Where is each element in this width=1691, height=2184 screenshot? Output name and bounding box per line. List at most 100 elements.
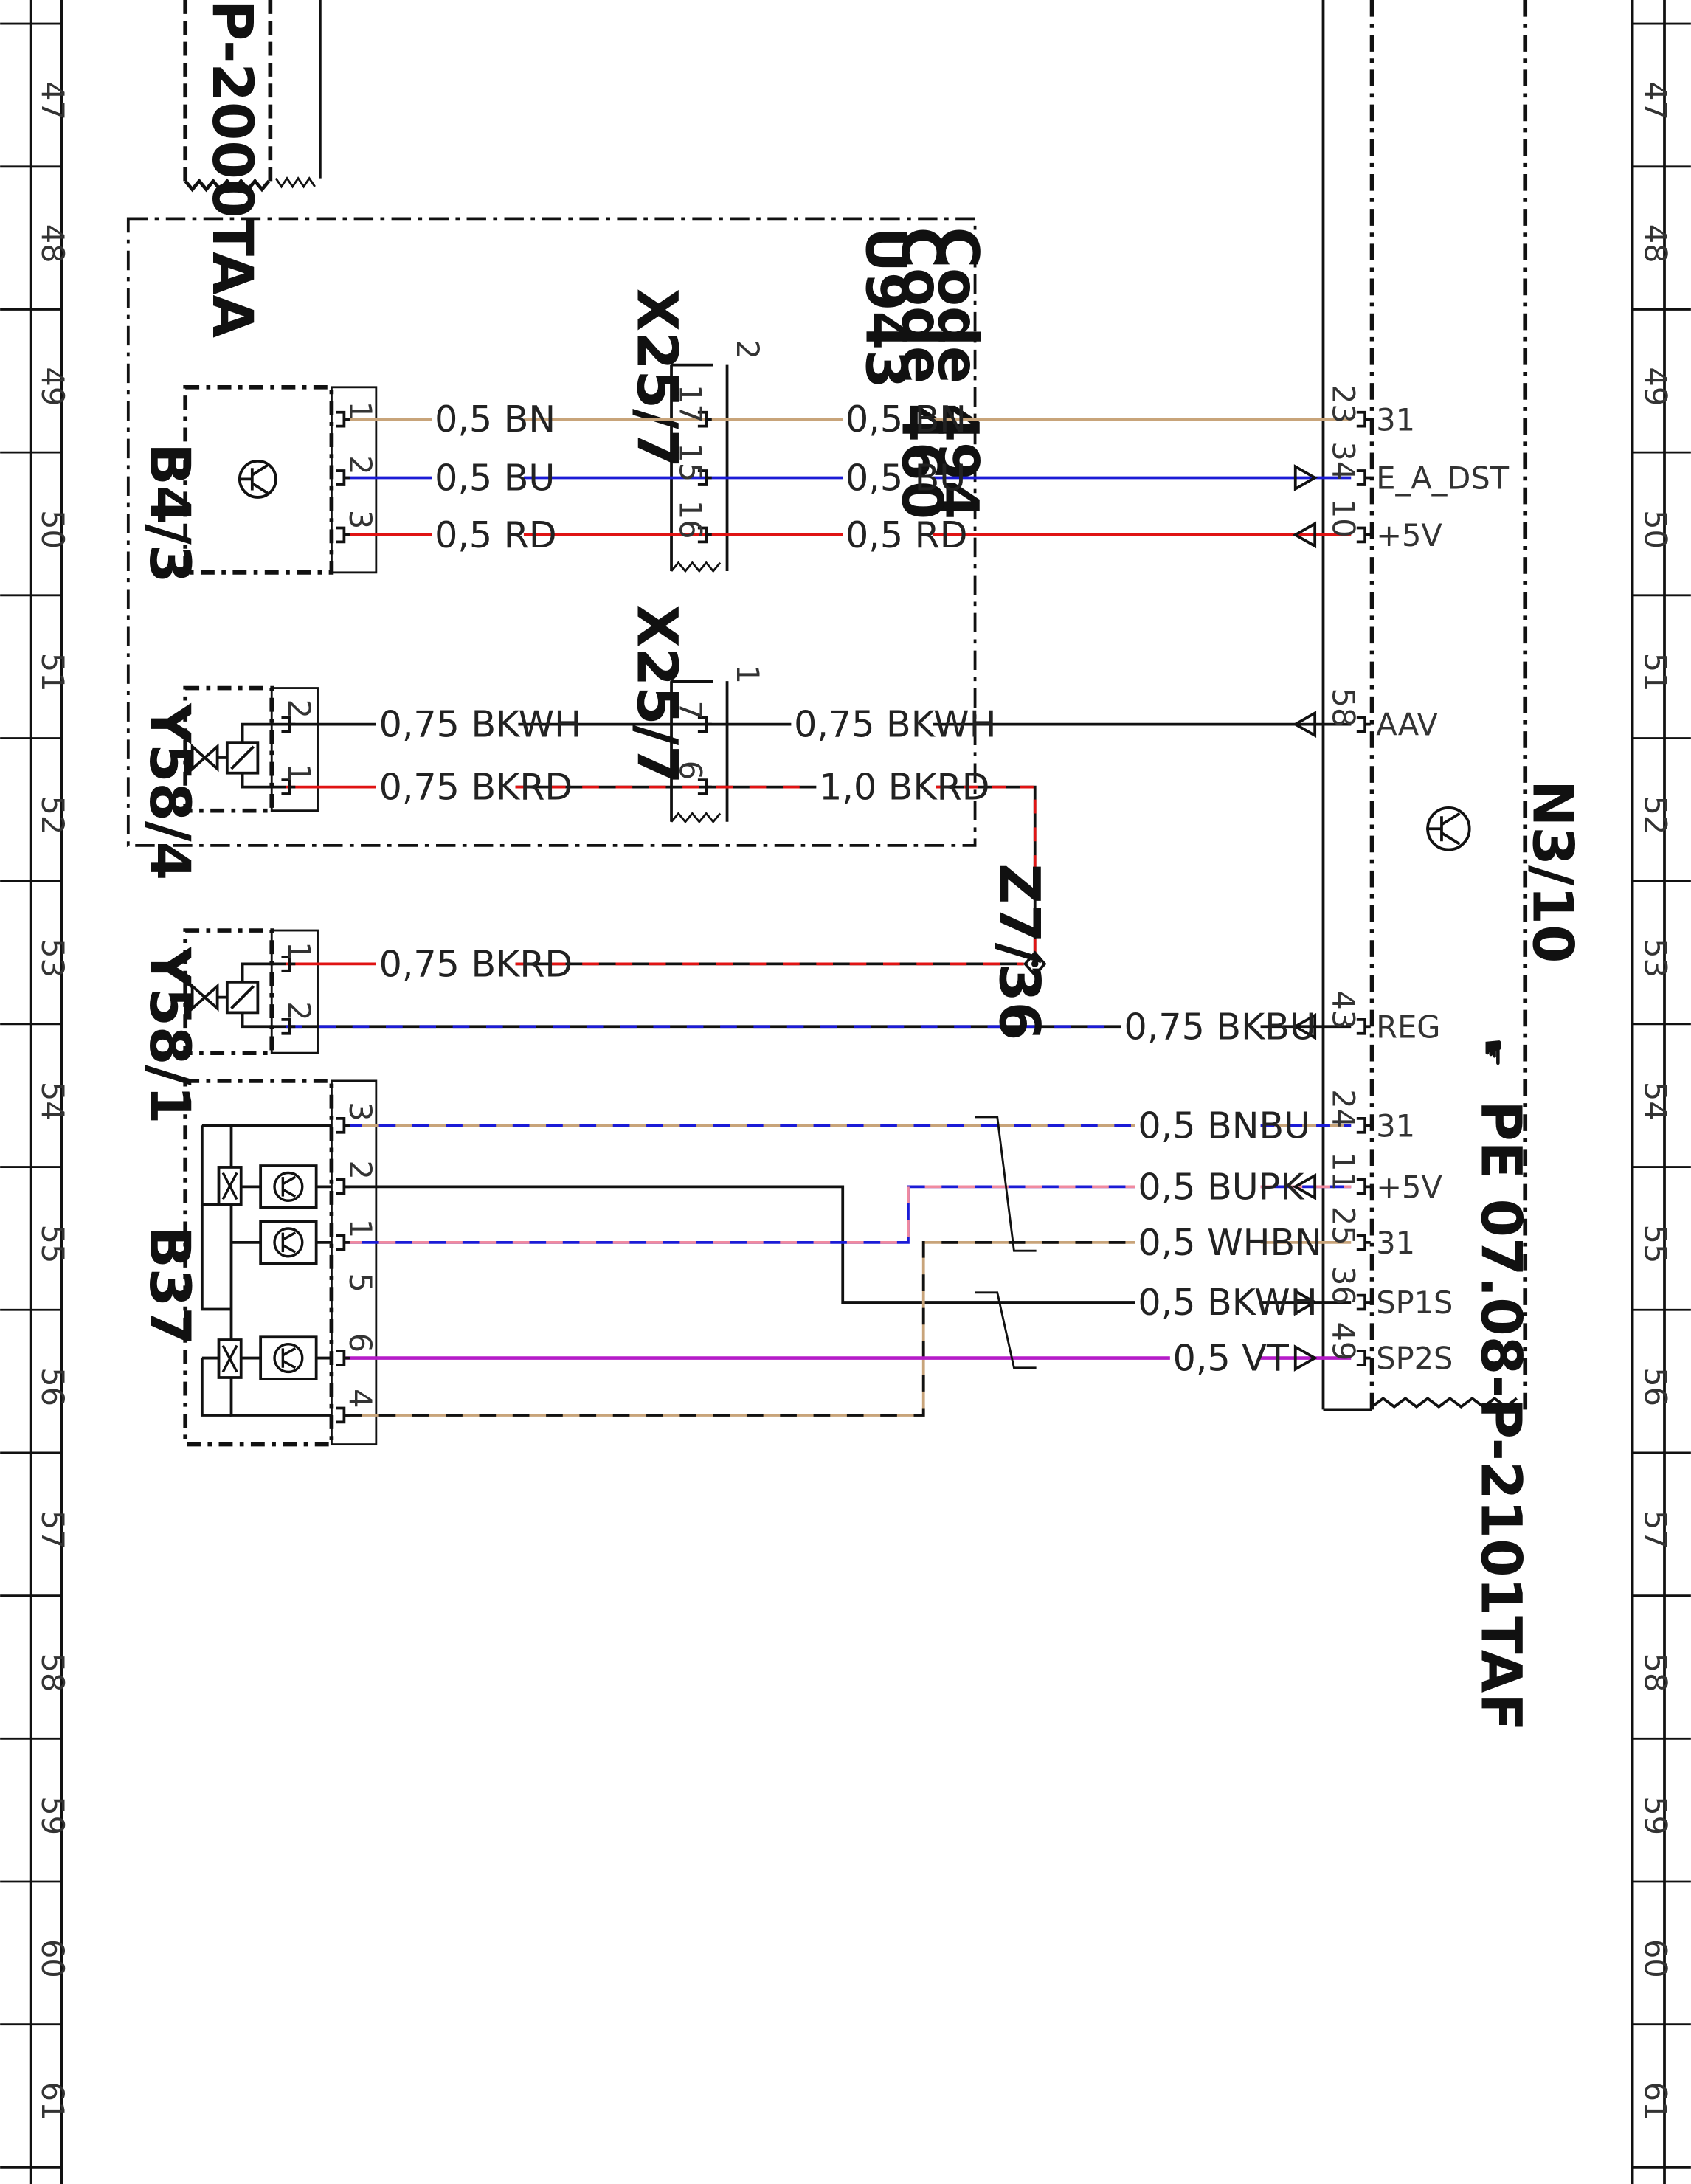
- pin-marker: [281, 956, 296, 972]
- signal-43: REG: [1376, 1009, 1440, 1045]
- pin-n-58: 58: [1326, 688, 1362, 728]
- x257-block1-number: 1: [730, 664, 766, 683]
- y584-valve-icon: [190, 722, 286, 789]
- pin-y581-1: 1: [281, 941, 317, 961]
- pin-b37-4: 4: [342, 1389, 378, 1408]
- pin-marker: [1356, 1293, 1371, 1311]
- wire-label-rd-right: 0,5 RD: [846, 514, 968, 556]
- pin-marker: [1356, 1017, 1371, 1035]
- pin-b43-3: 3: [342, 510, 378, 529]
- pin-b37-1: 1: [342, 1219, 378, 1238]
- wire-label-bnbu: 0,5 BNBU: [1138, 1104, 1310, 1147]
- pin-n-11: 11: [1326, 1152, 1362, 1191]
- signal-49: SP2S: [1376, 1341, 1453, 1377]
- b43-box: [183, 384, 334, 575]
- pin-b37-3: 3: [342, 1102, 378, 1121]
- signal-58: AAV: [1376, 707, 1438, 743]
- b37-sensor-icons: [221, 1171, 304, 1374]
- top-reference-box: [183, 0, 322, 193]
- pin-marker: [336, 526, 350, 544]
- wire-label-bkrd-left: 0,75 BKRD: [379, 766, 573, 809]
- signal-24: 31: [1376, 1107, 1415, 1144]
- pin-marker: [1356, 1116, 1371, 1134]
- y581-label: Y58/1: [137, 947, 202, 1124]
- pin-n-24: 24: [1326, 1089, 1362, 1128]
- b43-transistor-icon: [238, 459, 277, 499]
- wire-label-bkwh-right: 0,75 BKWH: [794, 703, 996, 746]
- wire-label-bn-left: 0,5 BN: [435, 398, 556, 440]
- signal-34: E_A_DST: [1376, 460, 1509, 497]
- left-ruler: [29, 0, 63, 2184]
- pin-y584-2: 2: [281, 699, 317, 719]
- wire-label-vt: 0,5 VT: [1173, 1337, 1290, 1380]
- pin-b37-6: 6: [342, 1333, 378, 1352]
- y584-label: Y58/4: [137, 702, 202, 880]
- z736-splice: [1023, 950, 1047, 978]
- pin-marker: [281, 716, 296, 733]
- pin-x-6: 6: [672, 761, 708, 780]
- code-494-label: Code 494: [925, 227, 990, 519]
- b43-label: B4/3: [137, 443, 202, 583]
- ruler-number-right: 55: [1638, 1225, 1674, 1264]
- pin-marker: [336, 1116, 350, 1134]
- pin-marker: [1356, 716, 1371, 733]
- pin-n-43: 43: [1326, 990, 1362, 1029]
- ruler-number-right: 48: [1638, 224, 1674, 263]
- ruler-number-left: 48: [35, 224, 71, 263]
- signal-arrows: [1292, 464, 1318, 1372]
- pin-numbers: 1 2 3 17 15 16 2 1 7 6 1 2 3 2 1 5 6 4 2…: [281, 384, 1362, 1408]
- ruler-number-left: 57: [35, 1510, 71, 1549]
- pin-n-23: 23: [1326, 384, 1362, 424]
- ruler-number-right: 54: [1638, 1082, 1674, 1121]
- ruler-number-left: 60: [35, 1939, 71, 1978]
- b43-connector: [331, 386, 378, 574]
- pin-marker: [336, 1350, 350, 1366]
- pin-b37-5: 5: [342, 1273, 378, 1292]
- wire-label-bkrd-y581: 0,75 BKRD: [379, 942, 573, 985]
- pin-x-16: 16: [672, 500, 708, 539]
- pin-b37-2: 2: [342, 1161, 378, 1180]
- b37-connector: [331, 1079, 378, 1446]
- pin-marker: [336, 1178, 350, 1195]
- ruler-number-left: 49: [35, 367, 71, 406]
- ruler-number-left: 59: [35, 1796, 71, 1835]
- pin-marker: [697, 469, 712, 486]
- pin-marker: [697, 778, 712, 795]
- signal-36: SP1S: [1376, 1285, 1453, 1321]
- code-module-box: [126, 217, 977, 847]
- z736-label: Z7/36: [987, 863, 1052, 1040]
- signal-23: 31: [1376, 401, 1415, 438]
- ruler-number-left: 50: [35, 510, 71, 549]
- pin-markers: [281, 410, 1371, 1424]
- pin-marker: [281, 778, 296, 795]
- pin-marker: [1356, 1350, 1371, 1366]
- ruler-number-right: 60: [1638, 1939, 1674, 1978]
- b37-internal-circuit: [200, 1124, 332, 1417]
- wire-label-whbn: 0,5 WHBN: [1138, 1221, 1321, 1264]
- y584-box: [183, 685, 274, 813]
- pin-y581-2: 2: [281, 1001, 317, 1020]
- top-reference-label: P-2000TAA: [200, 0, 265, 339]
- wire-label-bkrd-right: 1,0 BKRD: [819, 766, 989, 809]
- pin-x-7: 7: [672, 701, 708, 720]
- pin-x-17: 17: [672, 384, 708, 424]
- pin-marker: [336, 1234, 350, 1251]
- ruler-number-left: 61: [35, 2082, 71, 2121]
- pin-y584-1: 1: [281, 763, 317, 782]
- pin-marker: [281, 1017, 296, 1035]
- right-ruler: [1631, 0, 1666, 2184]
- wire-labels: 0,5 BN 0,5 BN 0,5 BU 0,5 BU 0,5 RD 0,5 R…: [379, 398, 1322, 1379]
- pin-marker: [336, 410, 350, 428]
- wire-label-bn-right: 0,5 BN: [846, 398, 966, 440]
- ruler-number-right: 51: [1638, 653, 1674, 692]
- pin-n-49: 49: [1326, 1321, 1362, 1361]
- u943-label: U943: [853, 227, 918, 389]
- pin-n-34: 34: [1326, 441, 1362, 480]
- wire-label-bkwh-left: 0,75 BKWH: [379, 703, 581, 746]
- ruler-number-right: 52: [1638, 795, 1674, 834]
- pin-n-36: 36: [1326, 1266, 1362, 1305]
- x257-block2: [670, 363, 729, 573]
- ruler-number-left: 54: [35, 1082, 71, 1121]
- wire-label-bu-left: 0,5 BU: [435, 456, 555, 499]
